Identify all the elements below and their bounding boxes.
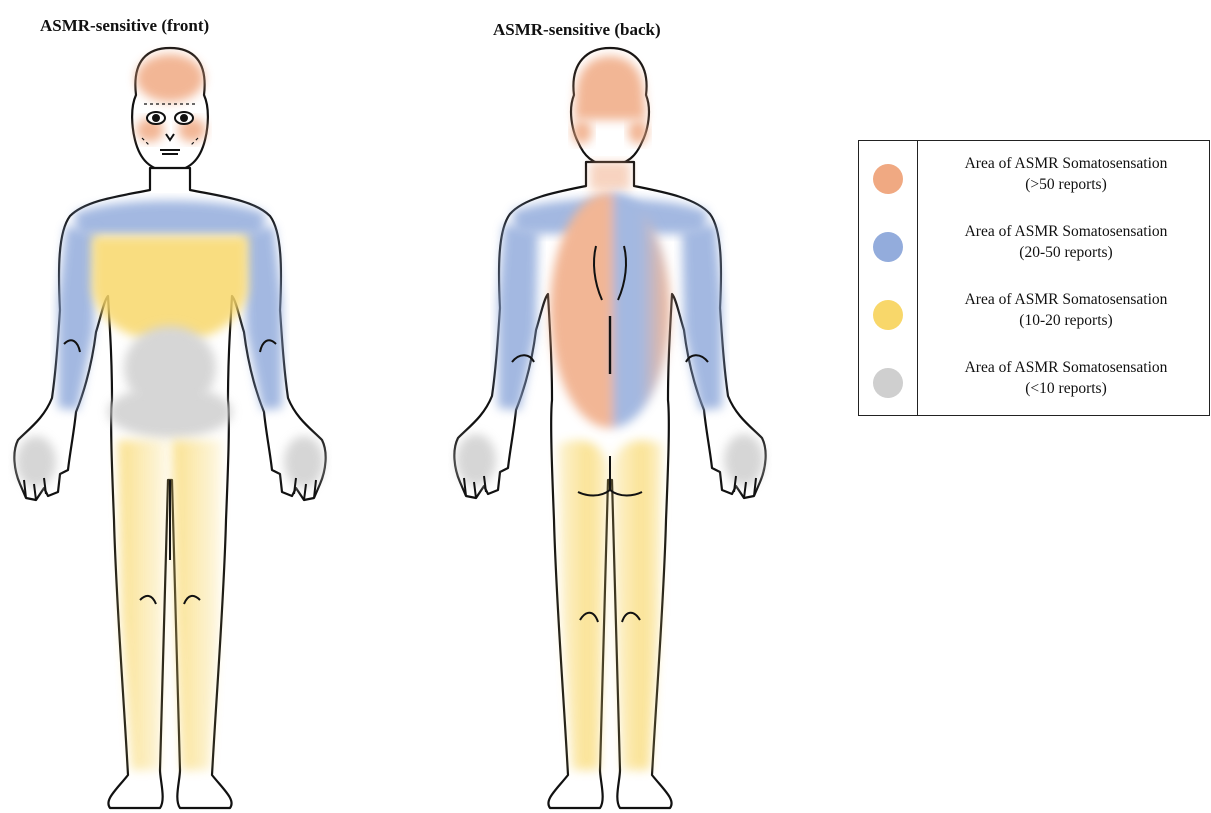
legend-count-min: (<10 reports) bbox=[925, 378, 1207, 399]
back-body-diagram bbox=[440, 0, 780, 813]
front-arm-left-region bbox=[58, 226, 96, 410]
back-spine-region bbox=[550, 192, 670, 428]
back-hand-left-region bbox=[456, 434, 496, 486]
back-ear-left-region bbox=[572, 120, 592, 144]
legend-count-mid: (20-50 reports) bbox=[925, 242, 1207, 263]
front-pelvis-region bbox=[108, 386, 232, 438]
legend-label-mid: Area of ASMR Somatosensation bbox=[925, 221, 1207, 242]
back-ear-right-region bbox=[628, 120, 648, 144]
swatch-mid-icon bbox=[873, 232, 903, 262]
front-shoulder-region bbox=[74, 201, 266, 237]
back-neck-region bbox=[590, 162, 630, 190]
legend-item-min: Area of ASMR Somatosensation (<10 report… bbox=[859, 351, 1209, 415]
front-body-diagram bbox=[0, 0, 340, 813]
back-arm-left-region bbox=[498, 224, 538, 410]
legend-box: Area of ASMR Somatosensation (>50 report… bbox=[858, 140, 1210, 416]
front-hand-left-region bbox=[16, 436, 56, 488]
swatch-low-icon bbox=[873, 300, 903, 330]
front-hand-right-region bbox=[284, 436, 324, 488]
legend-item-mid: Area of ASMR Somatosensation (20-50 repo… bbox=[859, 215, 1209, 279]
legend-count-low: (10-20 reports) bbox=[925, 310, 1207, 331]
front-arm-right-region bbox=[244, 226, 282, 410]
legend-label-high: Area of ASMR Somatosensation bbox=[925, 153, 1207, 174]
back-hand-right-region bbox=[724, 434, 764, 486]
back-arm-right-region bbox=[682, 224, 722, 410]
swatch-high-icon bbox=[873, 164, 903, 194]
legend-label-low: Area of ASMR Somatosensation bbox=[925, 289, 1207, 310]
legend-item-high: Area of ASMR Somatosensation (>50 report… bbox=[859, 147, 1209, 211]
swatch-min-icon bbox=[873, 368, 903, 398]
legend-count-high: (>50 reports) bbox=[925, 174, 1207, 195]
front-scalp-region bbox=[136, 54, 204, 102]
legend-label-min: Area of ASMR Somatosensation bbox=[925, 357, 1207, 378]
legend-item-low: Area of ASMR Somatosensation (10-20 repo… bbox=[859, 283, 1209, 347]
